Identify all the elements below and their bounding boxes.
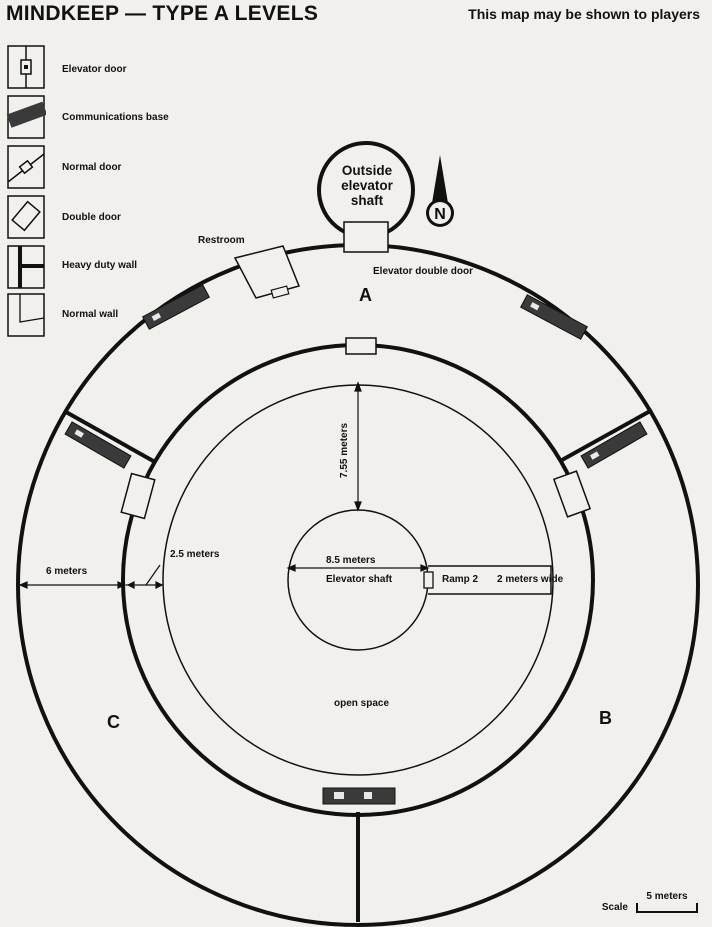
sector-b: B [599, 708, 612, 728]
north-door [345, 337, 377, 355]
wall-a-b [561, 408, 653, 462]
sector-c: C [107, 712, 120, 732]
scale-legend: Scale 5 meters [601, 891, 698, 913]
elevator-double-door-label: Elevator double door [373, 266, 474, 277]
shaft-elevator-door [423, 571, 434, 589]
open-space-label: open space [334, 698, 390, 709]
double-door-icon [7, 195, 45, 239]
scale-label: Scale [601, 902, 628, 913]
inner-ring-measure: 2.5 meters [170, 549, 220, 560]
legend-label-normal-door: Normal door [62, 162, 122, 173]
wall-a-c [65, 410, 156, 464]
legend-label-double-door: Double door [62, 212, 121, 223]
players-notice: This map may be shown to players [468, 6, 700, 22]
ramp-label: Ramp 2 [442, 574, 479, 585]
legend-label-normal-wall: Normal wall [62, 309, 119, 320]
outside-shaft-label: Outside elevator shaft [341, 163, 393, 208]
comm-base-ne [520, 294, 588, 340]
elevator-double-door [343, 221, 389, 253]
ramp-width-measure: 2 meters wide [497, 574, 564, 585]
legend-label-heavy-duty-wall: Heavy duty wall [62, 260, 138, 271]
normal-wall-icon [7, 293, 45, 337]
north-compass-icon: N [426, 155, 454, 227]
restroom-label: Restroom [198, 235, 245, 246]
heavy-duty-wall-icon [7, 245, 45, 289]
scale-bar: 5 meters [636, 891, 698, 913]
map-title: MINDKEEP — TYPE A LEVELS [6, 2, 319, 25]
sector-a: A [359, 285, 372, 305]
west-door [120, 472, 156, 520]
scale-value: 5 meters [646, 891, 688, 902]
open-gap-measure: 7.55 meters [339, 422, 350, 478]
elevator-shaft-label: Elevator shaft [326, 574, 393, 585]
legend-label-elevator-door: Elevator door [62, 64, 127, 75]
outer-ring-measure: 6 meters [46, 566, 88, 577]
east-door [552, 470, 592, 518]
restroom [233, 245, 301, 299]
elevator-door-icon [7, 45, 45, 89]
comm-base-s [322, 787, 396, 805]
comm-base-nw [142, 284, 210, 330]
shaft-diameter-measure: 8.5 meters [326, 555, 376, 566]
compass-letter: N [434, 206, 446, 223]
restroom-door [270, 285, 290, 299]
normal-door-icon [7, 145, 45, 189]
ramp-2 [428, 565, 552, 595]
legend-label-communications-base: Communications base [62, 112, 169, 123]
communications-base-icon [6, 95, 46, 139]
